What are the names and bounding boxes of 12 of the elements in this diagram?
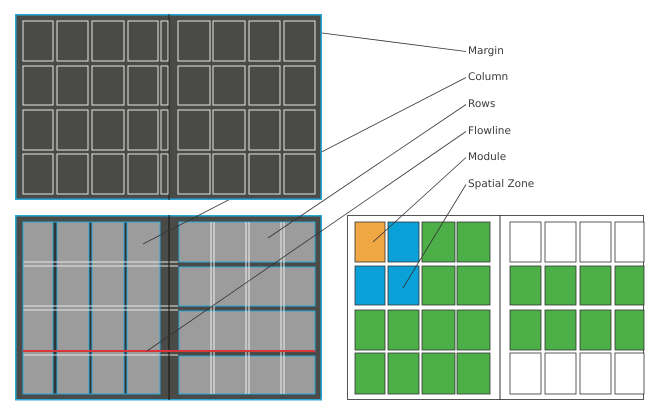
callout-label: Column — [468, 71, 508, 84]
callout-label: Flowline — [468, 125, 511, 138]
callout-label: Module — [468, 151, 506, 164]
leader-line — [402, 184, 466, 288]
leader-line — [268, 104, 466, 238]
callout-label: Spatial Zone — [468, 178, 534, 191]
callout-label: Margin — [468, 45, 504, 58]
leader-line — [322, 32, 466, 52]
callout-label: Rows — [468, 98, 496, 111]
leader-line — [372, 157, 466, 242]
page-grid-drawing — [15, 14, 322, 200]
leader-line — [146, 131, 466, 352]
